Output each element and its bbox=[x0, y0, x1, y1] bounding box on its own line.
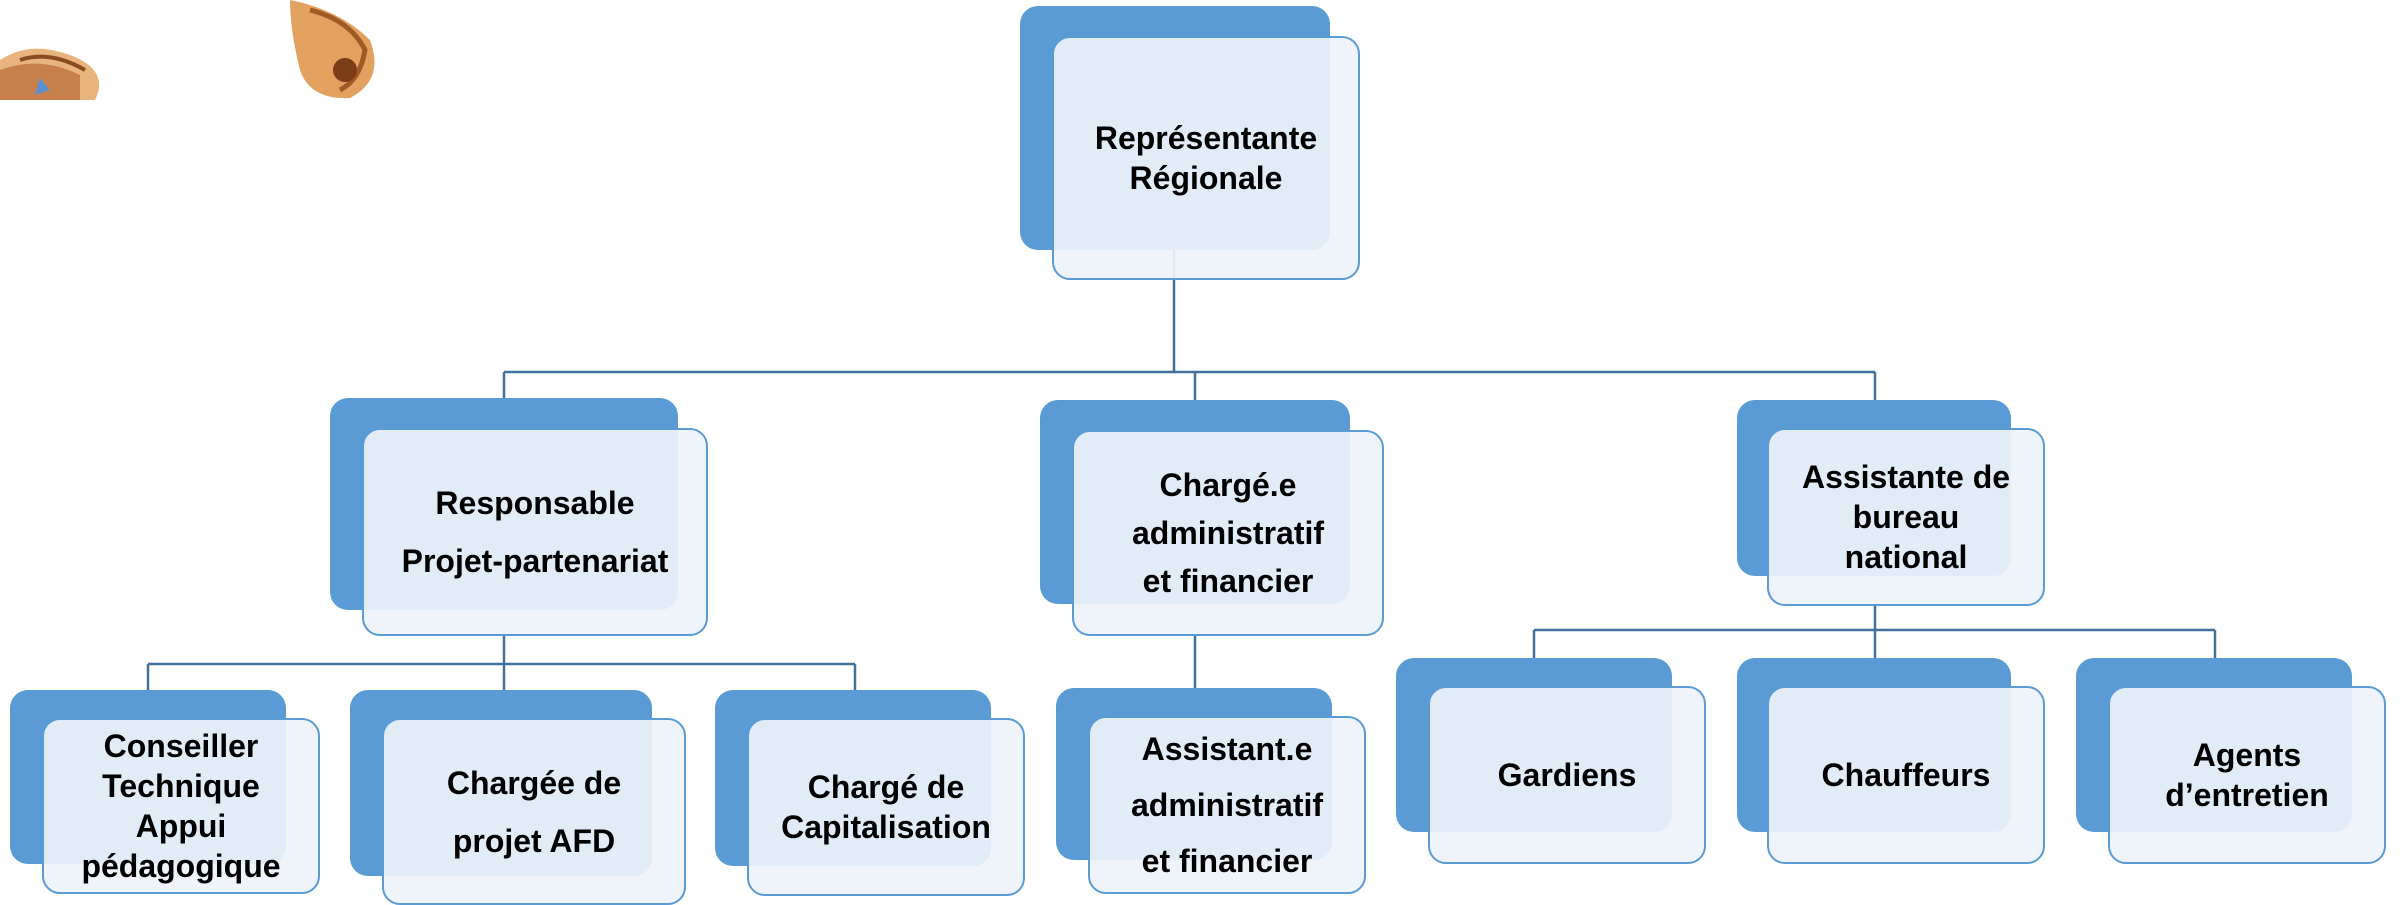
node-assistant-administratif-financier: Assistant.e administratif et financier bbox=[1056, 688, 1366, 894]
node-label: Agents d’entretien bbox=[2165, 737, 2329, 813]
node-gardiens: Gardiens bbox=[1396, 658, 1706, 864]
node-conseiller-technique: Conseiller Technique Appui pédagogique bbox=[10, 690, 320, 894]
node-card: Gardiens bbox=[1428, 686, 1706, 864]
node-label: Chauffeurs bbox=[1821, 757, 1991, 793]
node-charge-administratif-financier: Chargé.e administratif et financier bbox=[1040, 400, 1384, 636]
node-label: Chargé.e administratif et financier bbox=[1131, 467, 1325, 599]
node-label: Assistant.e administratif et financier bbox=[1130, 731, 1324, 879]
node-label: Représentante Régionale bbox=[1094, 120, 1318, 196]
node-card: Chargée de projet AFD bbox=[382, 718, 686, 905]
node-chauffeurs: Chauffeurs bbox=[1737, 658, 2045, 864]
node-assistante-bureau-national: Assistante de bureau national bbox=[1737, 400, 2045, 606]
node-card: Chargé.e administratif et financier bbox=[1072, 430, 1384, 636]
node-card: Chauffeurs bbox=[1767, 686, 2045, 864]
node-card: Responsable Projet-partenariat bbox=[362, 428, 708, 636]
node-label: Conseiller Technique Appui pédagogique bbox=[81, 728, 281, 884]
node-representante-regionale: Représentante Régionale bbox=[1020, 6, 1360, 280]
node-label: Assistante de bureau national bbox=[1801, 459, 2011, 575]
node-responsable-projet-partenariat: Responsable Projet-partenariat bbox=[330, 398, 708, 638]
node-card: Représentante Régionale bbox=[1052, 36, 1360, 280]
node-label: Responsable Projet-partenariat bbox=[401, 485, 669, 579]
node-label: Chargée de projet AFD bbox=[446, 764, 622, 859]
node-label: Gardiens bbox=[1497, 757, 1637, 793]
node-agents-entretien: Agents d’entretien bbox=[2076, 658, 2386, 864]
node-card: Assistante de bureau national bbox=[1767, 428, 2045, 606]
decorative-corner-illustration bbox=[0, 0, 400, 100]
node-card: Agents d’entretien bbox=[2108, 686, 2386, 864]
node-card: Chargé de Capitalisation bbox=[747, 718, 1025, 896]
node-card: Conseiller Technique Appui pédagogique bbox=[42, 718, 320, 894]
node-card: Assistant.e administratif et financier bbox=[1088, 716, 1366, 894]
node-chargee-projet-afd: Chargée de projet AFD bbox=[350, 690, 686, 905]
node-label: Chargé de Capitalisation bbox=[781, 769, 991, 845]
node-charge-capitalisation: Chargé de Capitalisation bbox=[715, 690, 1025, 896]
